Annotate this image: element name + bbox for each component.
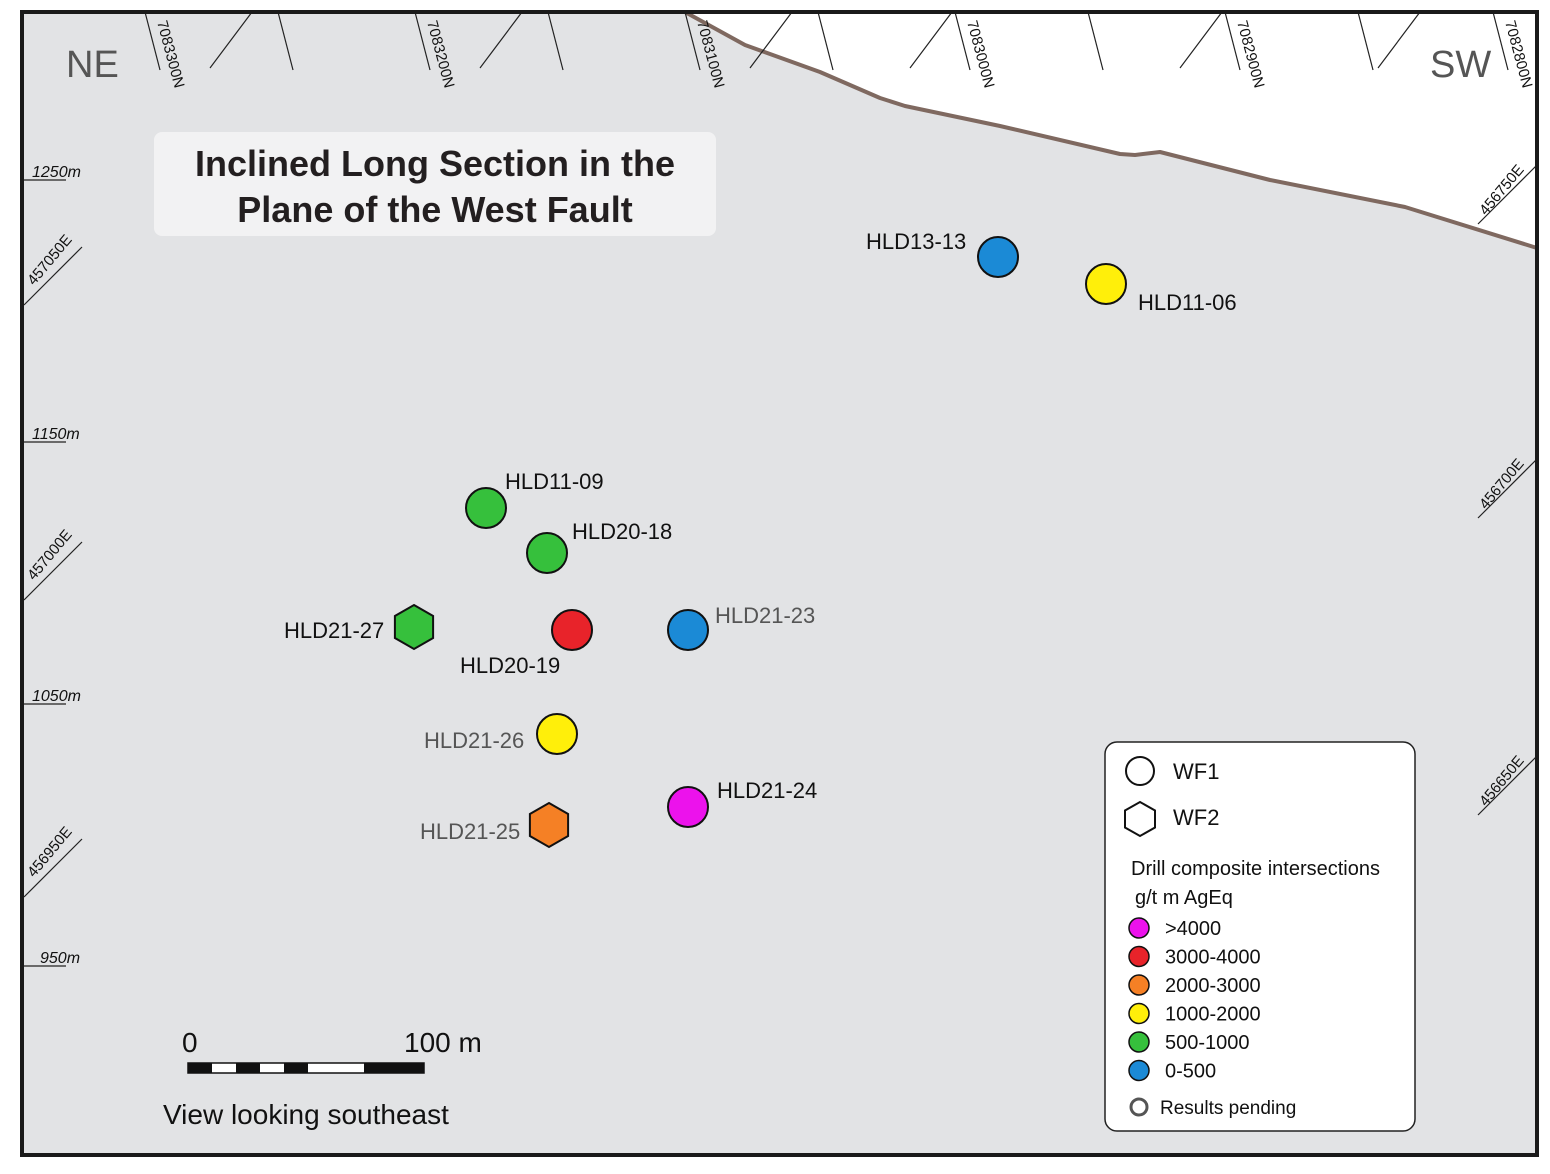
scale-bar: 0 100 m xyxy=(182,1027,482,1074)
elevation-label: 1150m xyxy=(32,426,80,443)
drillhole-circle-marker xyxy=(526,532,568,574)
drillhole-label: HLD21-24 xyxy=(717,778,817,803)
drillhole-label: HLD20-18 xyxy=(572,519,672,544)
scale-bar-segment xyxy=(364,1063,424,1073)
elevation-grid xyxy=(22,179,66,967)
northing-grid xyxy=(144,11,1509,71)
scale-bar-segment xyxy=(236,1063,260,1073)
legend-class-label: 3000-4000 xyxy=(1165,947,1261,969)
drillhole-circle-marker xyxy=(667,786,709,828)
legend-wf2-hexagon-icon xyxy=(1124,800,1156,838)
elevation-label: 950m xyxy=(40,950,80,967)
legend-class-label: 1000-2000 xyxy=(1165,1004,1261,1026)
elevation-label: 1050m xyxy=(32,688,81,705)
drillhole-label: HLD21-23 xyxy=(715,603,815,628)
legend-class-swatch xyxy=(1128,917,1150,939)
legend-classes: >4000 3000-4000 2000-3000 1000-2000 500-1000… xyxy=(1128,917,1261,1083)
drillhole-circle-marker xyxy=(536,713,578,755)
drillhole-label: HLD21-27 xyxy=(284,618,384,643)
drillhole-label: HLD11-06 xyxy=(1138,290,1237,315)
legend-heading: Drill composite intersections xyxy=(1131,858,1380,880)
drillhole-label: HLD20-19 xyxy=(460,653,560,678)
drillhole-hexagon-marker xyxy=(393,603,435,651)
legend-class-label: 500-1000 xyxy=(1165,1032,1250,1054)
drillhole-markers: HLD13-13HLD11-06HLD11-09HLD20-18HLD21-27… xyxy=(284,229,1237,849)
drillhole-hexagon-marker xyxy=(528,801,570,849)
scale-bar-segment xyxy=(188,1063,212,1073)
legend-class-label: 0-500 xyxy=(1165,1061,1216,1083)
map-title-line1: Inclined Long Section in the xyxy=(195,143,675,184)
legend-box xyxy=(1104,741,1416,1132)
legend-class-swatch xyxy=(1128,945,1150,968)
easting-grid-right xyxy=(1477,165,1537,816)
drillhole-label: HLD13-13 xyxy=(866,229,966,254)
map-frame xyxy=(20,10,1539,1157)
legend-pending-label: Results pending xyxy=(1160,1098,1296,1119)
legend-class-label: 2000-3000 xyxy=(1165,975,1261,997)
legend-shape-label: WF1 xyxy=(1173,759,1219,784)
drillhole-circle-marker xyxy=(1085,263,1127,305)
legend-class-label: >4000 xyxy=(1165,918,1221,940)
legend: WF1 WF2 Drill composite intersections g/… xyxy=(1104,741,1416,1132)
legend-wf1-circle-icon xyxy=(1125,756,1155,786)
topographic-surface-line xyxy=(684,10,1538,250)
drillhole-circle-marker xyxy=(667,609,709,651)
drillhole-label: HLD21-26 xyxy=(424,728,524,753)
legend-class-swatch xyxy=(1128,1059,1150,1082)
drillhole-circle-marker xyxy=(977,236,1019,278)
drillhole-label: HLD21-25 xyxy=(420,819,520,844)
drillhole-circle-marker xyxy=(551,609,593,651)
easting-grid-left xyxy=(23,246,83,898)
map-title-line2: Plane of the West Fault xyxy=(237,189,632,230)
legend-class-swatch xyxy=(1128,1002,1150,1025)
drillhole-circle-marker xyxy=(465,487,507,529)
elevation-labels: 1250m 1150m 1050m 950m xyxy=(32,164,81,967)
drillhole-label: HLD11-09 xyxy=(505,469,604,494)
orientation-right: SW xyxy=(1430,44,1491,86)
elevation-label: 1250m xyxy=(32,164,81,181)
legend-heading-units: g/t m AgEq xyxy=(1135,887,1233,909)
legend-class-swatch xyxy=(1128,1031,1150,1053)
legend-pending-circle-icon xyxy=(1129,1097,1149,1117)
orientation-left: NE xyxy=(66,44,119,86)
scale-bar-end-label: 100 m xyxy=(404,1027,482,1058)
title-box xyxy=(154,132,716,236)
view-caption: View looking southeast xyxy=(163,1099,449,1130)
legend-class-swatch xyxy=(1128,974,1150,996)
scale-bar-segment xyxy=(284,1063,308,1073)
legend-shape-label: WF2 xyxy=(1173,805,1219,830)
scale-bar-start-label: 0 xyxy=(182,1027,198,1058)
